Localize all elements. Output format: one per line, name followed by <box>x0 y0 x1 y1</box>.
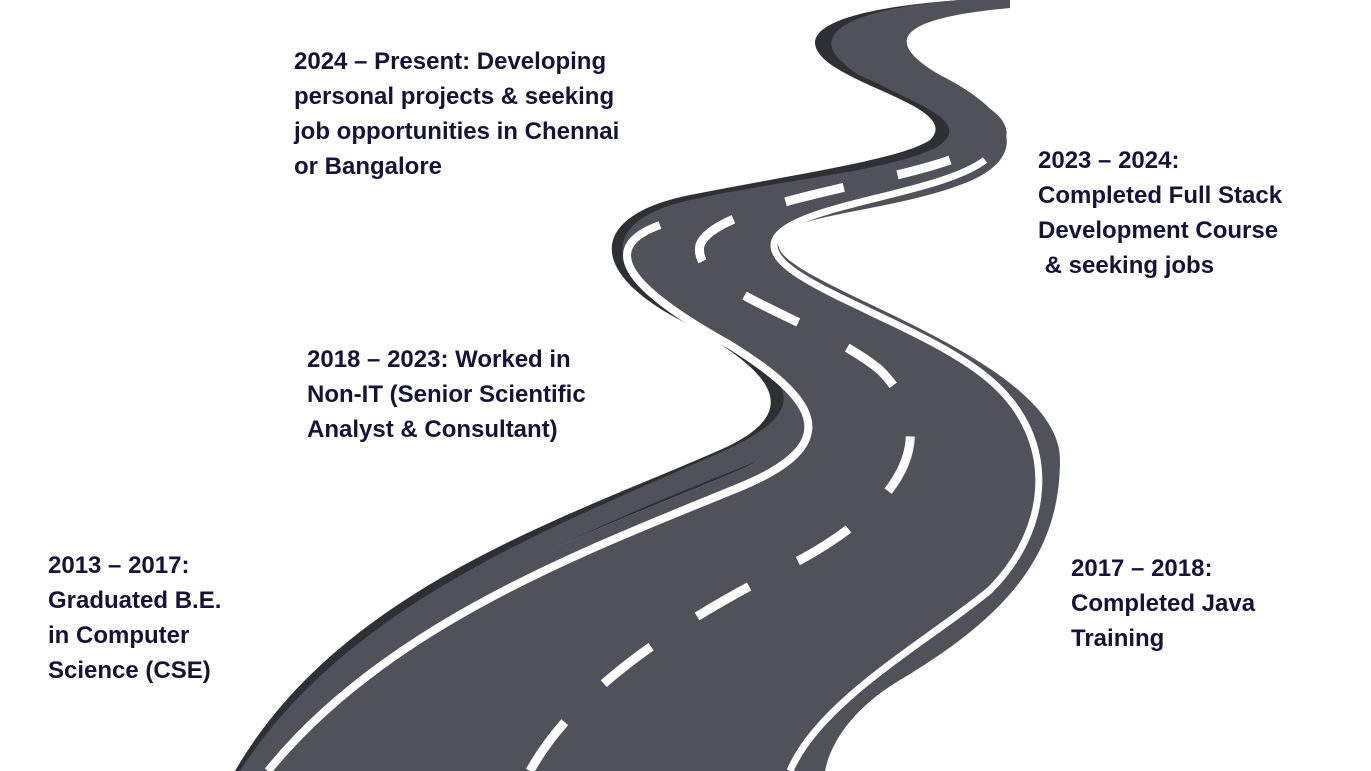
milestone-2013-2017: 2013 – 2017: Graduated B.E. in Computer … <box>48 548 221 688</box>
milestone-line: or Bangalore <box>294 153 443 180</box>
milestone-line: Analyst & Consultant) <box>307 416 558 443</box>
road <box>235 0 1060 771</box>
milestone-line: Completed Java <box>1071 590 1256 617</box>
milestone-line: in Computer <box>48 622 190 649</box>
milestone-line: Training <box>1071 625 1165 652</box>
lane-marking <box>526 155 952 771</box>
milestone-line: 2017 – 2018: <box>1071 555 1213 582</box>
milestone-line: Graduated B.E. <box>48 587 222 614</box>
road-edge-line-left <box>264 221 813 771</box>
milestone-2023-2024: 2023 – 2024: Completed Full Stack Develo… <box>1038 143 1282 283</box>
milestone-line: 2013 – 2017: <box>48 552 190 579</box>
milestone-line: 2024 – Present: Developing <box>294 48 607 75</box>
milestone-line: personal projects & seeking <box>294 83 615 110</box>
milestone-line: Science (CSE) <box>48 657 211 684</box>
milestone-line: job opportunities in Chennai <box>294 118 620 145</box>
milestone-2024-present: 2024 – Present: Developing personal proj… <box>294 44 619 184</box>
milestone-line: 2018 – 2023: Worked in <box>307 346 571 373</box>
milestone-line: 2023 – 2024: <box>1038 147 1180 174</box>
milestone-line: Non-IT (Senior Scientific <box>307 381 586 408</box>
road-surface-main <box>240 0 1060 771</box>
milestone-2017-2018: 2017 – 2018: Completed Java Training <box>1071 551 1255 656</box>
milestone-line: Completed Full Stack <box>1038 182 1283 209</box>
milestone-line: Development Course <box>1038 217 1279 244</box>
milestone-2018-2023: 2018 – 2023: Worked in Non-IT (Senior Sc… <box>307 342 586 447</box>
road-edge-line-right <box>770 157 1043 771</box>
milestone-line: & seeking jobs <box>1038 252 1215 279</box>
